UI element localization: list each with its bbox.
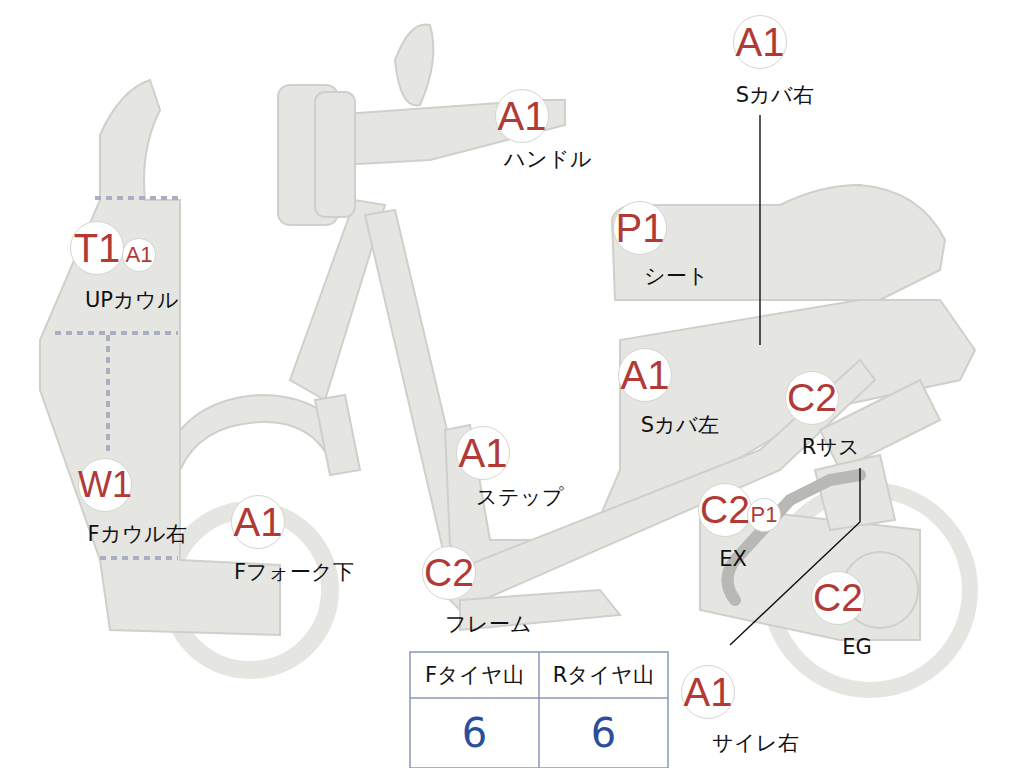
part-name: ステップ (476, 486, 564, 509)
damage-code: A1 (459, 433, 508, 473)
damage-code-circle: A1 (618, 348, 672, 402)
cell-text: Rタイヤ山 (553, 661, 655, 689)
damage-code: A1 (621, 355, 670, 395)
table-value: 6 (410, 698, 539, 768)
cell-text: Fタイヤ山 (425, 661, 524, 689)
table-value: 6 (539, 698, 668, 768)
damage-code-circle: W1 (78, 458, 132, 512)
damage-code-circle: C2 (422, 546, 476, 600)
damage-code-circle: C2 (698, 483, 752, 537)
table-header: Rタイヤ山 (539, 652, 668, 698)
damage-code: A1 (126, 244, 153, 266)
damage-code-circle: A1 (456, 426, 510, 480)
damage-code: A1 (736, 22, 785, 62)
part-name: Sカバ左 (641, 414, 719, 437)
cell-text: 6 (591, 710, 616, 756)
damage-code: P1 (616, 208, 665, 248)
damage-code-circle: A1 (733, 15, 787, 69)
damage-code: T1 (74, 228, 121, 268)
damage-code-circle: C2 (811, 571, 865, 625)
part-name: EG (842, 636, 872, 659)
damage-code: A1 (234, 502, 283, 542)
part-name: Sカバ右 (736, 84, 814, 107)
cell-text: 6 (462, 710, 487, 756)
damage-code-circle: A1 (122, 238, 156, 272)
damage-code-circle: A1 (681, 665, 735, 719)
part-name: UPカウル (85, 289, 179, 312)
damage-code-circle: C2 (785, 371, 839, 425)
damage-code: C2 (424, 553, 474, 592)
damage-code-circle: T1 (70, 221, 124, 275)
part-name: Fフォーク下 (234, 561, 354, 584)
part-name: シート (644, 265, 709, 288)
part-name: ハンドル (504, 148, 592, 171)
damage-code: A1 (684, 672, 733, 712)
part-name: フレーム (445, 613, 532, 636)
damage-code-circle: P1 (613, 201, 667, 255)
damage-code-circle: A1 (231, 495, 285, 549)
damage-code: C2 (787, 378, 837, 417)
damage-code: A1 (498, 96, 547, 136)
damage-code: P1 (751, 504, 778, 526)
part-name: EX (719, 548, 747, 571)
part-name: サイレ右 (712, 732, 799, 755)
table-header: Fタイヤ山 (410, 652, 539, 698)
damage-code: C2 (813, 578, 863, 617)
damage-code-circle: A1 (495, 89, 549, 143)
damage-code: C2 (700, 490, 750, 529)
part-name: Rサス (802, 436, 861, 459)
damage-code-circle: P1 (747, 498, 781, 532)
damage-code: W1 (78, 467, 132, 503)
part-name: Fカウル右 (87, 523, 186, 546)
